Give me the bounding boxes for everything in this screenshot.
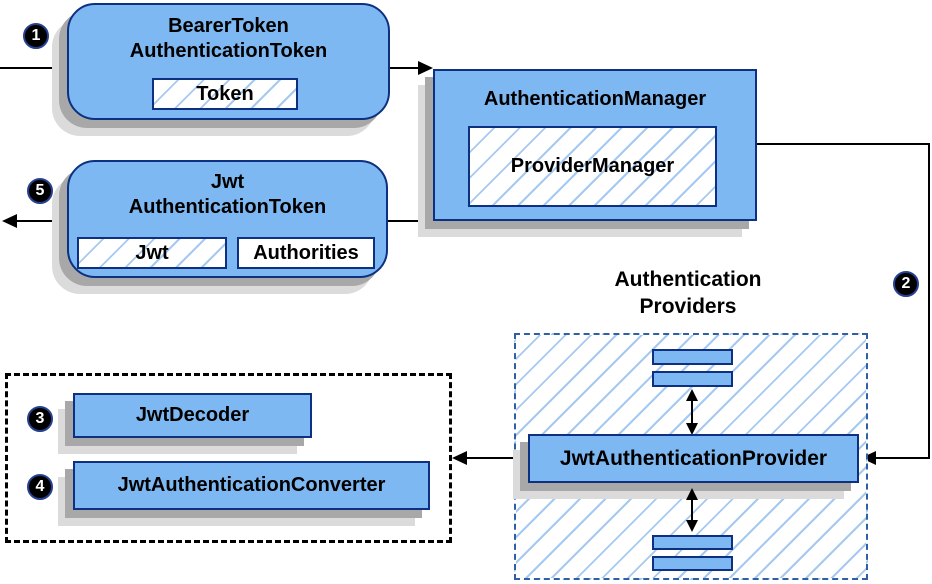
- authorities-field-label: Authorities: [253, 241, 359, 264]
- jwt-authentication-provider-title: JwtAuthenticationProvider: [559, 447, 828, 470]
- step-marker-1: 1: [23, 23, 49, 49]
- authentication-providers-label: Authentication Providers: [592, 266, 784, 320]
- jwt-field-label: Jwt: [135, 241, 169, 264]
- provider-stack-bar: [652, 371, 733, 387]
- jwt-authentication-converter-title: JwtAuthenticationConverter: [117, 474, 386, 496]
- authentication-manager-title: AuthenticationManager: [483, 88, 707, 110]
- flow-line-jwt-token-out: [16, 220, 67, 222]
- arrow-stem: [691, 399, 693, 425]
- arrowhead-up-icon: [686, 389, 698, 401]
- jwt-token-title-line2: AuthenticationToken: [128, 196, 327, 218]
- arrowhead-up-icon: [686, 488, 698, 500]
- provider-manager-field: ProviderManager: [468, 126, 717, 207]
- arrow-stem: [691, 498, 693, 522]
- jwt-authentication-converter-node: JwtAuthenticationConverter: [73, 461, 430, 510]
- bearer-token-authentication-token-node: BearerToken AuthenticationToken Token: [67, 3, 390, 120]
- arrowhead-left-into-decoder-group-icon: [452, 451, 467, 465]
- bearer-token-title-line2: AuthenticationToken: [129, 40, 328, 62]
- provider-stack-bar: [652, 535, 733, 550]
- arrowhead-right-into-manager-icon: [418, 61, 433, 75]
- decoder-converter-container: [5, 373, 452, 543]
- step-marker-4: 4: [27, 474, 53, 500]
- jwt-authentication-provider-node: JwtAuthenticationProvider: [528, 434, 859, 483]
- arrowhead-down-icon: [686, 520, 698, 532]
- flow-line-manager-to-jwt-token: [388, 220, 434, 222]
- step-marker-3: 3: [27, 406, 53, 432]
- jwt-decoder-node: JwtDecoder: [73, 393, 312, 438]
- step-marker-2-digit: 2: [901, 275, 911, 292]
- flow-line-incoming-request: [0, 67, 61, 69]
- step-marker-3-digit: 3: [35, 410, 45, 427]
- authentication-manager-node: AuthenticationManager ProviderManager: [433, 69, 757, 221]
- step-marker-1-digit: 1: [31, 27, 41, 44]
- provider-stack-bar: [652, 556, 733, 571]
- step-marker-5-digit: 5: [35, 182, 45, 199]
- flow-line-bearer-to-manager: [390, 67, 419, 69]
- authentication-providers-label-line2: Providers: [639, 295, 737, 318]
- step-marker-4-digit: 4: [35, 478, 45, 495]
- jwt-authentication-token-node: Jwt AuthenticationToken Jwt Authorities: [67, 160, 388, 278]
- arrowhead-down-icon: [686, 423, 698, 435]
- double-arrow-bottom: [686, 488, 698, 532]
- jwt-field: Jwt: [77, 237, 227, 269]
- authorities-field: Authorities: [237, 237, 375, 269]
- flow-line-manager-right: [757, 143, 930, 145]
- arrowhead-left-outgoing-icon: [2, 214, 17, 228]
- bearer-token-title-line1: BearerToken: [168, 15, 289, 37]
- provider-stack-bar: [652, 349, 733, 365]
- flow-line-into-provider: [874, 457, 930, 459]
- token-field-label: Token: [196, 82, 254, 105]
- step-marker-5: 5: [27, 178, 53, 204]
- step-marker-2: 2: [893, 271, 919, 297]
- double-arrow-top: [686, 389, 698, 435]
- provider-manager-label: ProviderManager: [510, 155, 675, 177]
- flow-line-right-down: [928, 143, 930, 458]
- jwt-token-title-line1: Jwt: [210, 171, 245, 193]
- jwt-decoder-title: JwtDecoder: [135, 404, 250, 426]
- token-field: Token: [152, 78, 298, 110]
- authentication-providers-label-line1: Authentication: [614, 268, 762, 291]
- flow-line-provider-to-decoder-group: [466, 457, 522, 459]
